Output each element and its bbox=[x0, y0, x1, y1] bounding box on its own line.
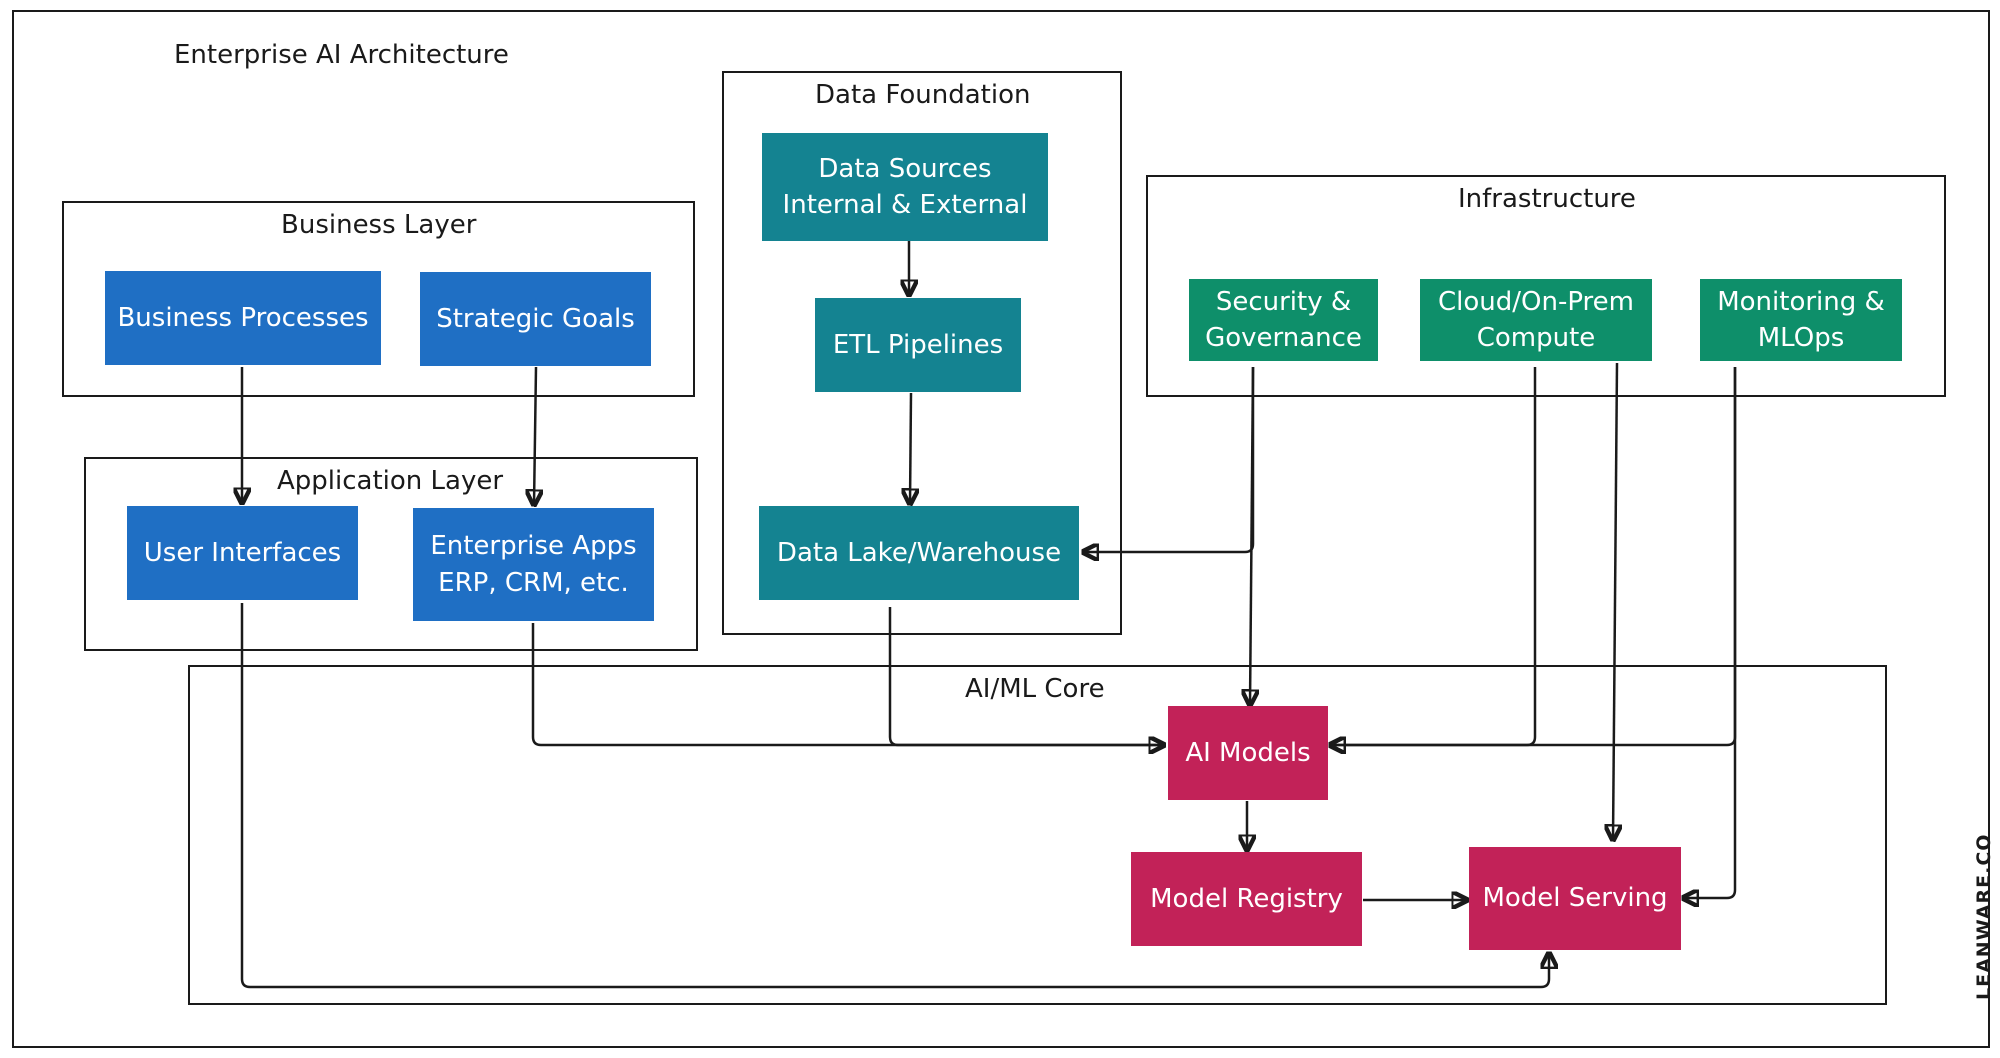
node-model-registry: Model Registry bbox=[1131, 852, 1362, 946]
group-business-layer-title: Business Layer bbox=[281, 210, 477, 240]
node-enterprise-apps: Enterprise Apps ERP, CRM, etc. bbox=[413, 508, 654, 621]
edge-monitoring-aimodels bbox=[1330, 367, 1737, 745]
node-cloud-compute: Cloud/On-Prem Compute bbox=[1420, 279, 1652, 361]
outer-frame bbox=[12, 10, 1990, 1048]
node-monitoring-mlops: Monitoring & MLOps bbox=[1700, 279, 1902, 361]
edge-enterpriseapps-aimodels bbox=[531, 623, 1164, 745]
group-application-layer-title: Application Layer bbox=[277, 466, 504, 496]
edge-cloud-aimodels bbox=[1330, 367, 1537, 745]
edge-security-datalake bbox=[1083, 367, 1255, 552]
edge-etl-datalake bbox=[910, 392, 911, 504]
edge-security-aimodels bbox=[1250, 366, 1253, 705]
node-etl-pipelines: ETL Pipelines bbox=[815, 298, 1021, 392]
node-business-processes: Business Processes bbox=[105, 271, 381, 365]
node-data-sources: Data Sources Internal & External bbox=[762, 133, 1048, 241]
group-business-layer bbox=[62, 201, 695, 397]
watermark-leanware: LEANWARE.CO bbox=[1973, 833, 1995, 1000]
diagram-title: Enterprise AI Architecture bbox=[174, 40, 509, 70]
node-user-interfaces: User Interfaces bbox=[127, 506, 358, 600]
edge-strategic-enterpriseapps bbox=[534, 366, 536, 505]
node-security-governance: Security & Governance bbox=[1189, 279, 1378, 361]
node-model-serving: Model Serving bbox=[1469, 847, 1681, 950]
group-ai-ml-core bbox=[188, 665, 1887, 1005]
group-data-foundation bbox=[722, 71, 1122, 635]
group-application-layer bbox=[84, 457, 698, 651]
edge-cloud-modelserving bbox=[1613, 362, 1617, 840]
edge-userinterfaces-modelserving bbox=[240, 603, 1549, 989]
group-data-foundation-title: Data Foundation bbox=[815, 80, 1031, 110]
edge-monitoring-modelserving bbox=[1683, 367, 1737, 898]
edge-datalake-aimodels bbox=[888, 607, 1164, 745]
group-infrastructure bbox=[1146, 175, 1946, 397]
node-ai-models: AI Models bbox=[1168, 706, 1328, 800]
group-ai-ml-core-title: AI/ML Core bbox=[965, 674, 1105, 704]
node-strategic-goals: Strategic Goals bbox=[420, 272, 651, 366]
group-infrastructure-title: Infrastructure bbox=[1458, 184, 1636, 214]
node-data-lake-warehouse: Data Lake/Warehouse bbox=[759, 506, 1079, 600]
